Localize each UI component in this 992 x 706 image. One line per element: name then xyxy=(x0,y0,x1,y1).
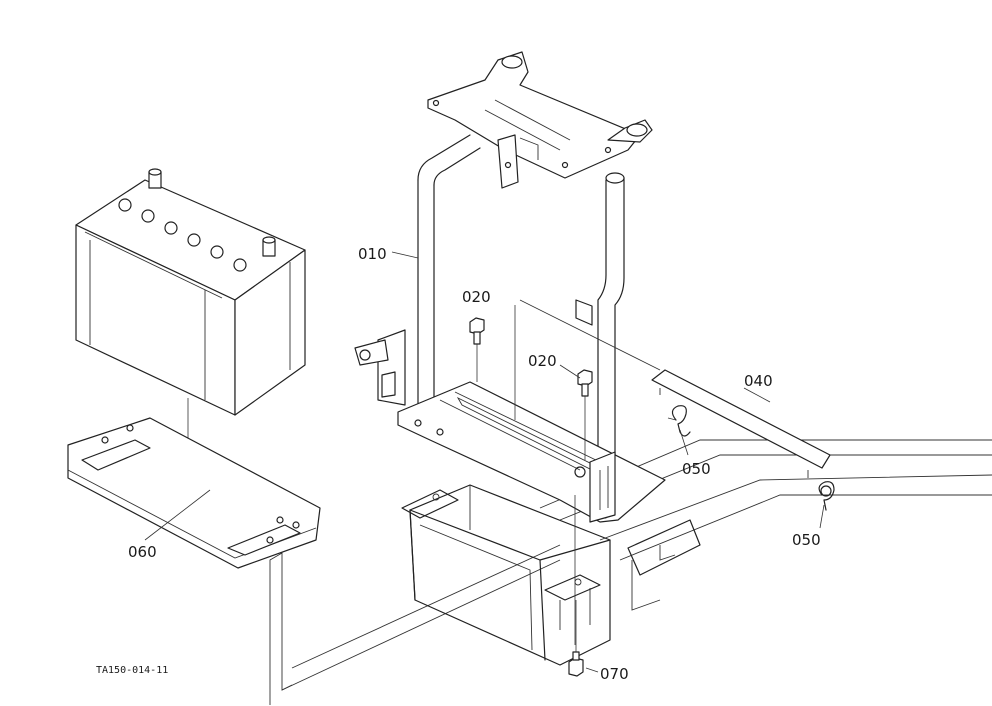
spring-hook-right xyxy=(818,481,835,511)
label-part-040: 040 xyxy=(744,372,773,390)
battery-box xyxy=(401,484,611,666)
battery xyxy=(75,168,306,416)
battery-terminal-negative xyxy=(262,236,276,257)
battery-frame xyxy=(354,51,666,645)
battery-terminal-positive xyxy=(148,168,162,189)
label-part-050-left: 050 xyxy=(682,460,711,478)
bolt-020-right xyxy=(577,369,593,460)
label-part-010: 010 xyxy=(358,245,387,263)
battery-holder-bar xyxy=(651,369,831,478)
label-part-050-right: 050 xyxy=(792,531,821,549)
battery-holder-plate xyxy=(67,417,321,569)
leader-lines xyxy=(144,251,825,673)
label-part-020-right: 020 xyxy=(528,352,557,370)
spring-hook-left xyxy=(667,405,691,437)
drawing-number: TA150-014-11 xyxy=(96,665,168,676)
label-part-060: 060 xyxy=(128,543,157,561)
label-part-070: 070 xyxy=(600,665,629,683)
bolt-020-left xyxy=(469,317,485,382)
bolt-070 xyxy=(568,600,584,677)
battery-cell-caps xyxy=(118,198,247,272)
label-part-020-left: 020 xyxy=(462,288,491,306)
